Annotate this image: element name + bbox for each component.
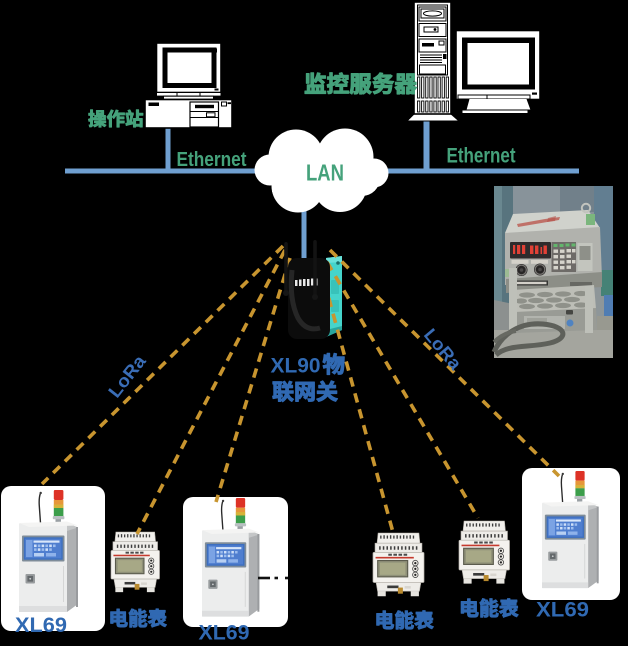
svg-text:Ethernet: Ethernet (447, 145, 516, 168)
svg-text:XL69: XL69 (199, 621, 250, 645)
svg-text:XL90: XL90 (271, 355, 321, 378)
svg-text:LAN: LAN (306, 160, 344, 186)
svg-text:XL69: XL69 (15, 613, 67, 637)
svg-text:Ethernet: Ethernet (177, 148, 247, 171)
svg-text:XL69: XL69 (536, 598, 589, 622)
